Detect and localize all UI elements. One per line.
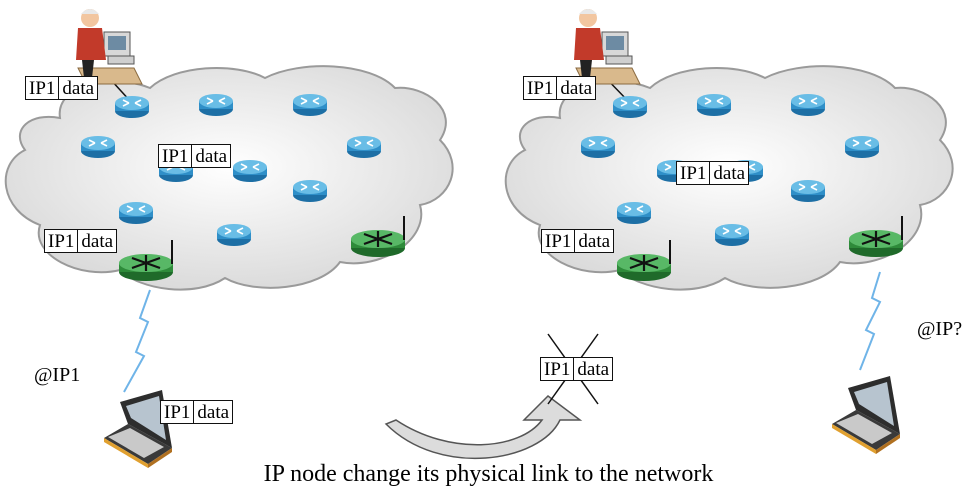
packet-right-core: IP1 data	[676, 161, 750, 185]
packet-right-sender: IP1 data	[523, 76, 597, 100]
network-left	[4, 8, 454, 468]
router-icon	[580, 135, 616, 159]
packet-ip: IP1	[45, 230, 79, 252]
router-icon	[714, 223, 750, 247]
packet-data: data	[81, 230, 114, 252]
user-workstation-icon	[75, 8, 143, 85]
packet-left-laptop: IP1 data	[160, 400, 234, 424]
router-icon	[790, 93, 826, 117]
laptop-icon	[832, 376, 900, 454]
transition-arrow	[384, 395, 583, 460]
user-workstation-icon	[573, 8, 641, 85]
packet-lost: IP1 data	[540, 357, 614, 381]
packet-left-edge: IP1 data	[44, 229, 118, 253]
router-icon	[198, 93, 234, 117]
router-icon	[292, 93, 328, 117]
packet-data: data	[560, 77, 593, 99]
router-icon	[790, 179, 826, 203]
router-icon	[292, 179, 328, 203]
cloud-left	[4, 65, 454, 291]
packet-data: data	[578, 230, 611, 252]
address-label-right: @IP?	[917, 318, 963, 340]
packet-ip: IP1	[677, 162, 711, 184]
router-icon	[616, 201, 652, 225]
router-icon	[346, 135, 382, 159]
router-icon	[612, 95, 648, 119]
packet-ip: IP1	[159, 145, 193, 167]
wireless-link-right	[859, 271, 882, 371]
packet-data: data	[713, 162, 746, 184]
packet-ip: IP1	[161, 401, 195, 423]
packet-ip: IP1	[524, 77, 558, 99]
router-icon	[844, 135, 880, 159]
packet-ip: IP1	[542, 230, 576, 252]
address-label-left: @IP1	[34, 364, 81, 386]
packet-data: data	[62, 77, 95, 99]
wireless-link-left	[123, 289, 151, 393]
router-icon	[80, 135, 116, 159]
packet-left-sender: IP1 data	[25, 76, 99, 100]
packet-data: data	[195, 145, 228, 167]
packet-ip: IP1	[26, 77, 60, 99]
router-icon	[114, 95, 150, 119]
packet-ip: IP1	[541, 358, 575, 380]
packet-data: data	[577, 358, 610, 380]
router-icon	[118, 201, 154, 225]
packet-left-core: IP1 data	[158, 144, 232, 168]
router-icon	[232, 159, 268, 183]
router-icon	[696, 93, 732, 117]
router-icon	[216, 223, 252, 247]
diagram-caption: IP node change its physical link to the …	[263, 461, 714, 487]
packet-right-edge: IP1 data	[541, 229, 615, 253]
packet-data: data	[197, 401, 230, 423]
